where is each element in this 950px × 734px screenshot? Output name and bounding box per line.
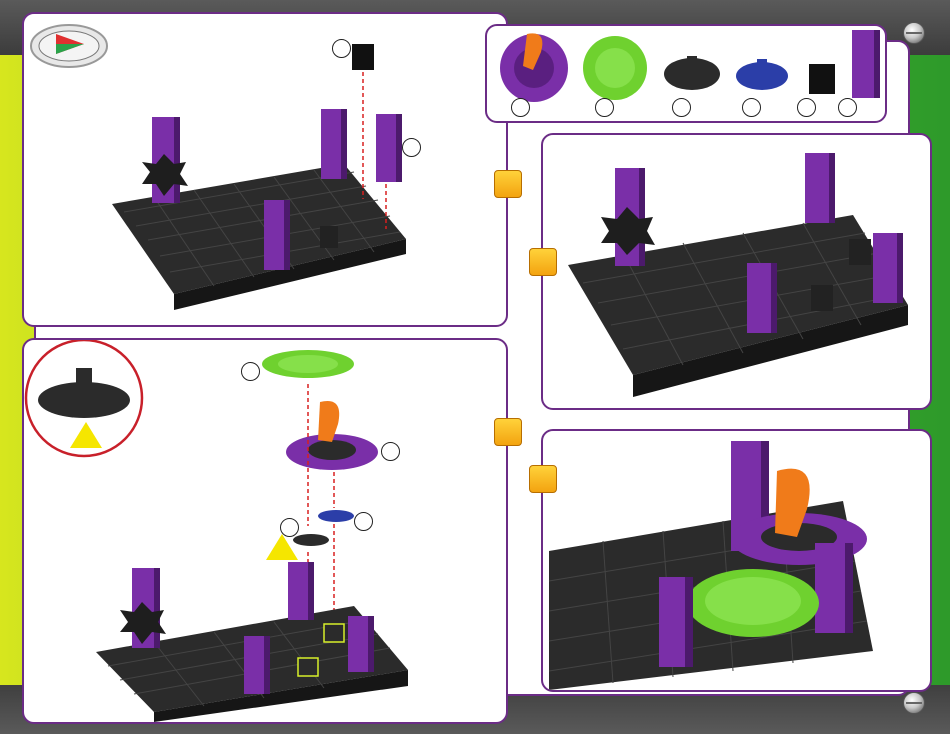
part-number-circle (797, 98, 816, 117)
warning-triangle-icon (266, 534, 298, 560)
step-illustration-gears-mounted (543, 431, 930, 690)
part-number-circle (402, 138, 421, 157)
screw-bottom-right-icon (903, 692, 925, 714)
step-badge (529, 465, 557, 493)
part-number-circle (381, 442, 400, 461)
part-number-circle (354, 512, 373, 531)
part-number-circle (511, 98, 530, 117)
step-panel-bottom-left (22, 338, 508, 724)
step-panel-mid-right (541, 133, 932, 410)
warning-triangle-icon (70, 422, 102, 448)
part-number-circle (280, 518, 299, 537)
step-badge (529, 248, 557, 276)
step-illustration-gear-assembly (24, 340, 506, 722)
part-number-circle (672, 98, 691, 117)
part-number-circle (742, 98, 761, 117)
part-number-circle (332, 39, 351, 58)
step-badge (494, 418, 522, 446)
parts-list-panel (485, 24, 887, 123)
step-panel-bottom-right (541, 429, 932, 692)
part-number-circle (241, 362, 260, 381)
step-badge (494, 170, 522, 198)
step-illustration-base-assembly (24, 14, 506, 325)
screw-top-right-icon (903, 22, 925, 44)
step-illustration-base-complete (543, 135, 930, 408)
step-panel-top-left (22, 12, 508, 327)
part-number-circle (838, 98, 857, 117)
part-number-circle (595, 98, 614, 117)
